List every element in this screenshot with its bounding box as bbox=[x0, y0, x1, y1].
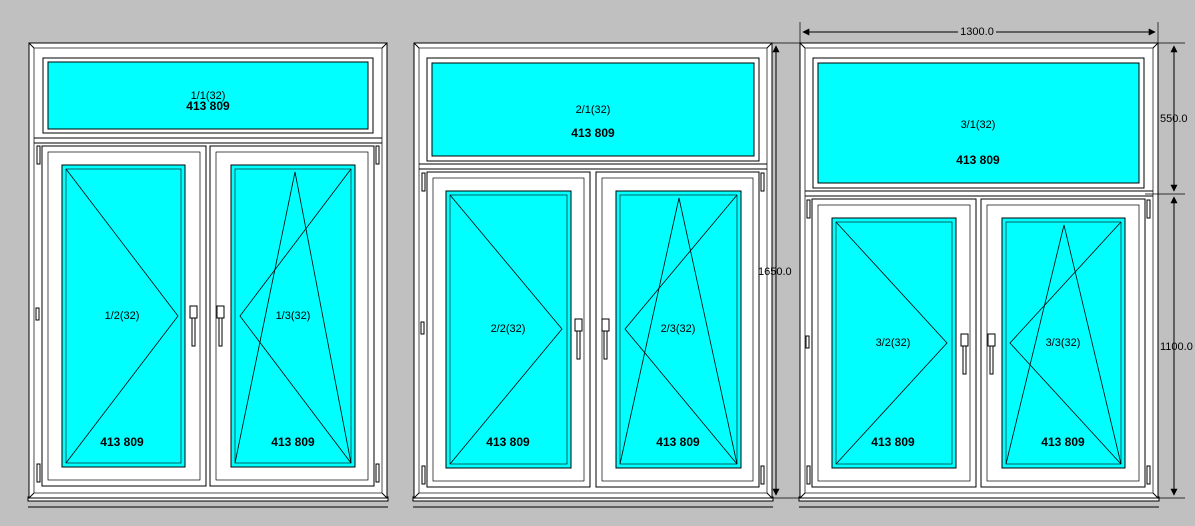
width-dimension: 1300.0 bbox=[799, 22, 1159, 43]
hinge-icon bbox=[1146, 199, 1151, 219]
window-1[interactable]: 1/1(32) 413 809 1/2(32) 413 809 1/3(32) … bbox=[27, 42, 389, 508]
handle-icon[interactable] bbox=[960, 333, 969, 375]
window-3[interactable]: 3/1(32) 413 809 3/2(32) 413 809 3/3(32) … bbox=[798, 22, 1193, 508]
handle-icon[interactable] bbox=[601, 318, 610, 360]
sash-code: 413 809 bbox=[486, 435, 530, 449]
hinge-icon bbox=[36, 463, 41, 483]
sash-label: 3/3(32) bbox=[1046, 337, 1081, 349]
hinge-icon bbox=[35, 307, 40, 321]
sash-pane-2-2[interactable] bbox=[426, 171, 591, 488]
sash-label: 1/3(32) bbox=[276, 310, 311, 322]
lower-height-label: 1100.0 bbox=[1160, 341, 1193, 353]
width-dimension-label: 1300.0 bbox=[960, 26, 994, 38]
sash-label: 2/3(32) bbox=[661, 323, 696, 335]
transom-label: 2/1(32) bbox=[576, 104, 611, 116]
hinge-icon bbox=[806, 199, 811, 219]
sash-code: 413 809 bbox=[1041, 435, 1085, 449]
handle-icon[interactable] bbox=[987, 333, 996, 375]
sash-code: 413 809 bbox=[271, 435, 315, 449]
height-dimension: 1650.0 bbox=[758, 42, 800, 499]
sash-pane-3-3[interactable] bbox=[980, 198, 1146, 488]
transom-code: 413 809 bbox=[186, 99, 230, 113]
hinge-icon bbox=[375, 145, 380, 165]
handle-icon[interactable] bbox=[216, 305, 225, 347]
hinge-icon bbox=[806, 465, 811, 485]
hinge-icon bbox=[760, 465, 765, 485]
hinge-icon bbox=[421, 172, 426, 192]
sash-code: 413 809 bbox=[656, 435, 700, 449]
hinge-icon bbox=[375, 463, 380, 483]
transom-pane-3-1[interactable] bbox=[812, 57, 1145, 189]
transom-code: 413 809 bbox=[956, 153, 1000, 167]
hinge-icon bbox=[1146, 465, 1151, 485]
transom-label: 3/1(32) bbox=[961, 119, 996, 131]
handle-icon[interactable] bbox=[574, 318, 583, 360]
transom-height-label: 550.0 bbox=[1160, 113, 1188, 125]
hinge-icon bbox=[760, 172, 765, 192]
transom-pane-2-1[interactable] bbox=[426, 57, 760, 162]
sash-label: 2/2(32) bbox=[491, 323, 526, 335]
hinge-icon bbox=[421, 465, 426, 485]
sash-pane-1-2[interactable] bbox=[41, 145, 207, 487]
sash-label: 1/2(32) bbox=[105, 310, 140, 322]
sash-pane-1-3[interactable] bbox=[209, 145, 375, 487]
window-2[interactable]: 2/1(32) 413 809 2/2(32) 413 809 2/3(32) … bbox=[412, 42, 800, 508]
hinge-icon bbox=[805, 335, 810, 349]
transom-code: 413 809 bbox=[571, 126, 615, 140]
handle-icon[interactable] bbox=[189, 305, 198, 347]
sash-pane-2-3[interactable] bbox=[595, 171, 760, 488]
sash-code: 413 809 bbox=[100, 435, 144, 449]
hinge-icon bbox=[36, 145, 41, 165]
sash-pane-3-2[interactable] bbox=[811, 198, 977, 488]
sash-label: 3/2(32) bbox=[876, 337, 911, 349]
transom-height-dimension: 550.0 bbox=[1145, 42, 1188, 195]
height-dimension-label: 1650.0 bbox=[758, 266, 792, 278]
sash-code: 413 809 bbox=[871, 435, 915, 449]
hinge-icon bbox=[420, 321, 425, 335]
transom-pane-1[interactable] bbox=[42, 57, 374, 134]
transom-label: 1/1(32) bbox=[191, 90, 226, 102]
lower-height-dimension: 1100.0 bbox=[1158, 196, 1193, 499]
